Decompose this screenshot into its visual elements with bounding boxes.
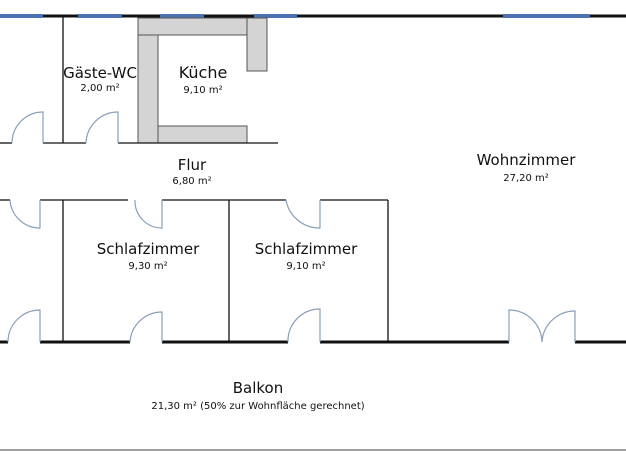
door [287,308,321,343]
door [7,309,41,343]
doors [7,111,576,343]
room-area-hallway: 6,80 m² [172,176,212,187]
room-name-living: Wohnzimmer [476,151,576,169]
interior-walls [0,16,389,342]
room-name-kitchen: Küche [178,63,228,82]
door [129,311,163,343]
room-area-guest-wc: 2,00 m² [80,83,120,94]
room-name-bedroom-2: Schlafzimmer [254,240,358,258]
room-name-guest-wc: Gäste-WC [63,64,137,82]
room-area-balcony: 21,30 m² (50% zur Wohnfläche gerechnet) [151,401,365,412]
door [508,309,543,343]
room-area-bedroom-2: 9,10 m² [286,261,326,272]
room-name-bedroom-1: Schlafzimmer [96,240,200,258]
door [11,111,44,144]
room-area-kitchen: 9,10 m² [183,85,223,96]
room-area-bedroom-1: 9,30 m² [128,261,168,272]
door [134,199,163,229]
kitchen-counters [137,17,268,144]
room-area-living: 27,20 m² [503,173,549,184]
room-name-hallway: Flur [177,156,207,174]
door [541,310,576,343]
door [9,199,41,229]
door [285,199,321,229]
room-name-balcony: Balkon [232,379,284,397]
door [85,111,119,144]
